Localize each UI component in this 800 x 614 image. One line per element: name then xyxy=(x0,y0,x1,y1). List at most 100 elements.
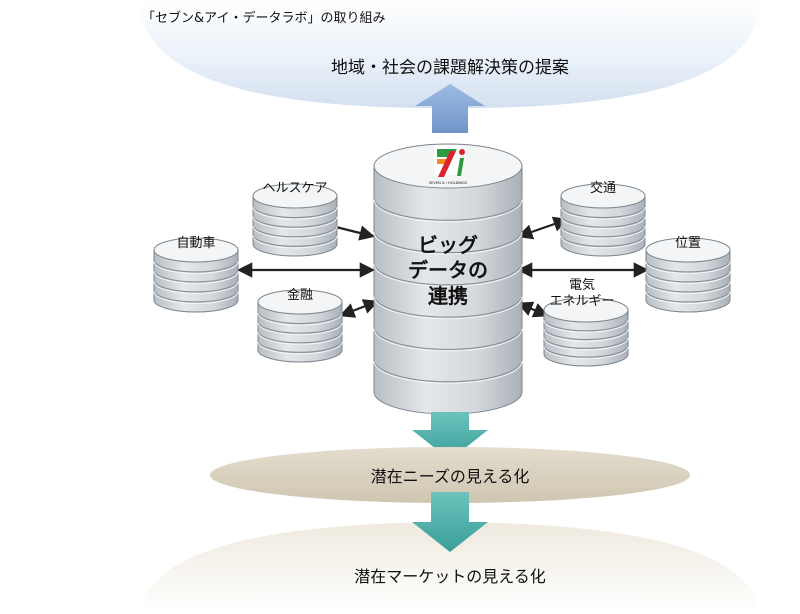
center-line-2: データの xyxy=(408,258,488,282)
cylinder-finance-ring-highlight xyxy=(257,332,343,345)
cylinder-health-care-top xyxy=(252,183,338,209)
cylinder-electric-body xyxy=(543,309,629,367)
cylinder-location-ring-highlight xyxy=(645,261,731,274)
cylinder-electric-ring xyxy=(543,336,629,349)
center-line-3: 連携 xyxy=(428,284,468,308)
center-line-1: ビッグ xyxy=(418,233,478,257)
cylinder-location-top xyxy=(645,237,731,263)
bottom-result-text: 潜在マーケットの見える化 xyxy=(354,567,546,586)
cylinder-finance-ring xyxy=(257,311,343,325)
goal-sky-ellipse xyxy=(140,0,760,109)
logo-text: SEVEN & i HOLDINGS xyxy=(429,181,468,185)
cylinder-health-care-ring-highlight xyxy=(252,207,338,220)
connector-finance xyxy=(339,299,379,318)
center-label: ビッグ データの 連携 xyxy=(408,233,488,308)
cylinder-finance-body xyxy=(257,301,343,363)
label-electric-line-1: 電気 xyxy=(569,277,595,293)
label-electric-line-2: エネルギー xyxy=(549,294,614,309)
cylinder-finance-ring xyxy=(257,340,343,353)
top-goal-text: 地域・社会の課題解決策の提案 xyxy=(331,58,569,78)
cylinder-center-ring-highlight xyxy=(373,264,523,287)
cylinder-finance-ring-highlight xyxy=(257,322,343,336)
cylinder-car-body xyxy=(153,249,239,313)
cylinder-transport-ring xyxy=(560,215,646,228)
up-arrow xyxy=(415,84,485,133)
label-health-care: ヘルスケア xyxy=(262,181,327,196)
cylinder-electric-ring-highlight xyxy=(543,329,629,342)
cylinder-transport-ring-highlight xyxy=(560,235,646,249)
cylinder-electric-ring xyxy=(543,327,629,341)
logo-i-dot xyxy=(459,149,465,155)
cylinder-center-ring-highlight xyxy=(373,232,523,255)
cylinder-location-body xyxy=(645,249,731,313)
logo-i-stroke xyxy=(457,158,464,176)
cylinder-health-care-ring xyxy=(252,224,338,238)
seven-i-logo: SEVEN & i HOLDINGS xyxy=(429,145,468,185)
cylinder-finance xyxy=(257,289,343,363)
cylinder-location-ring-highlight xyxy=(645,291,731,304)
cylinder-health-care-body xyxy=(252,195,338,257)
cylinder-electric-ring xyxy=(543,345,629,358)
cylinder-car xyxy=(153,237,239,313)
cylinder-electric xyxy=(543,297,629,367)
cylinder-car-ring xyxy=(153,259,239,273)
cylinder-transport-ring-highlight xyxy=(560,207,646,220)
cylinder-finance-ring xyxy=(257,330,343,344)
cylinder-electric-ring-highlight xyxy=(543,346,629,360)
cylinder-car-ring xyxy=(153,269,239,283)
cylinder-health-care-ring-highlight xyxy=(252,216,338,230)
cylinder-car-ring-highlight xyxy=(153,261,239,274)
cylinder-transport-ring-highlight xyxy=(560,226,646,239)
market-ellipse xyxy=(140,522,760,614)
down-arrow-upper xyxy=(412,412,488,460)
cylinder-finance-ring-highlight xyxy=(257,313,343,326)
connectors xyxy=(236,216,650,318)
cylinder-health-care xyxy=(252,183,338,257)
cylinder-car-ring-highlight xyxy=(153,281,239,294)
cylinder-location-ring-highlight xyxy=(645,271,731,284)
needs-ellipse xyxy=(210,447,690,503)
cylinder-center-ring xyxy=(373,327,523,351)
cylinder-health-care-ring xyxy=(252,205,338,219)
cylinder-center-ring-highlight xyxy=(373,199,523,223)
cylinder-car-ring xyxy=(153,279,239,293)
cylinder-location-ring-highlight xyxy=(645,281,731,294)
cylinder-transport-ring xyxy=(560,224,646,238)
connector-transport xyxy=(517,216,569,240)
cylinder-finance-top xyxy=(257,289,343,315)
cylinder-electric-ring xyxy=(543,318,629,332)
cylinder-location-ring xyxy=(645,289,731,303)
label-finance: 金融 xyxy=(287,287,313,303)
cylinder-center-ring-highlight xyxy=(373,328,523,352)
cylinder-electric-ring-highlight xyxy=(543,320,629,333)
cylinder-car-ring xyxy=(153,289,239,303)
cylinder-transport-body xyxy=(560,195,646,257)
cylinder-electric-ring-highlight xyxy=(543,337,629,351)
down-arrow-lower xyxy=(412,492,488,552)
caption-text: 「セブン&アイ・データラボ」の取り組み xyxy=(142,10,386,26)
data-source-cylinders xyxy=(153,183,731,367)
cylinder-center-ring xyxy=(373,359,523,383)
cylinder-health-care-ring xyxy=(252,234,338,247)
middle-result-text: 潜在ニーズの見える化 xyxy=(371,467,530,486)
cylinder-center-ring xyxy=(373,295,523,318)
label-transport: 交通 xyxy=(590,180,616,196)
cylinder-transport-ring xyxy=(560,205,646,219)
cylinder-finance-ring xyxy=(257,321,343,334)
logo-seven-stripe-red xyxy=(438,151,456,177)
connector-electric xyxy=(517,301,549,318)
cylinder-center-ring xyxy=(373,230,523,254)
cylinder-electric-top xyxy=(543,297,629,323)
cylinder-transport-ring-highlight xyxy=(560,216,646,230)
cylinder-transport xyxy=(560,183,646,257)
label-location: 位置 xyxy=(675,236,701,251)
cylinder-center-ring xyxy=(373,198,523,221)
cylinder-transport-top xyxy=(560,183,646,209)
label-car: 自動車 xyxy=(176,236,215,251)
cylinder-car-ring-highlight xyxy=(153,271,239,284)
cylinder-health-care-ring xyxy=(252,215,338,228)
cylinder-finance-ring-highlight xyxy=(257,341,343,355)
cylinder-car-top xyxy=(153,237,239,263)
cylinder-center-ring xyxy=(373,262,523,286)
